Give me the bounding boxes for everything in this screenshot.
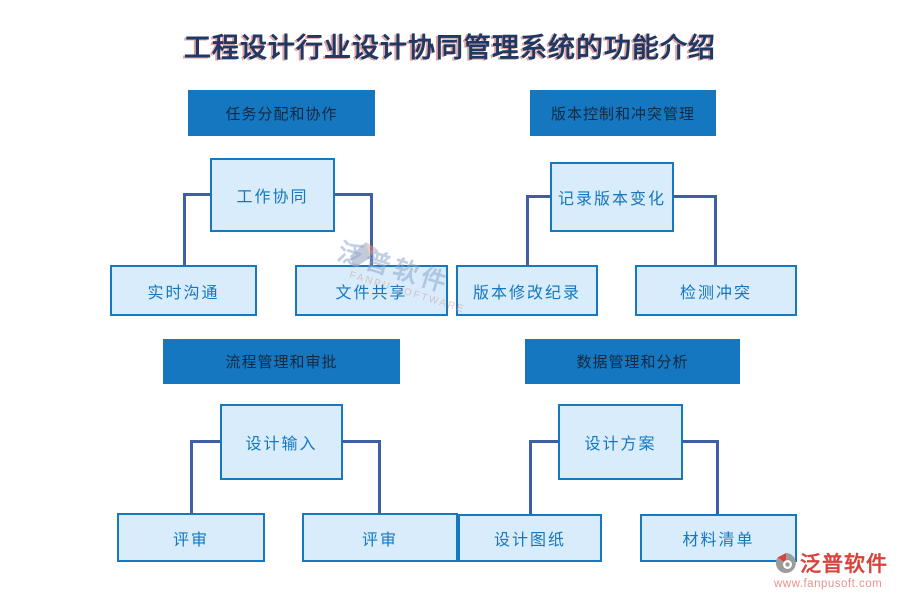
node-design-input: 设计输入 [220, 404, 343, 480]
section-header-data-management: 数据管理和分析 [525, 339, 740, 384]
connector-line [674, 195, 716, 198]
page-title: 工程设计行业设计协同管理系统的功能介绍 [184, 33, 716, 64]
connector-line [190, 440, 193, 513]
connector-line [190, 440, 220, 443]
connector-line [343, 440, 381, 443]
connector-line [183, 193, 186, 265]
node-work-collaboration: 工作协同 [210, 158, 335, 232]
node-record-version-changes: 记录版本变化 [550, 162, 674, 232]
section-header-process-management: 流程管理和审批 [163, 339, 400, 384]
section-header-version-control: 版本控制和冲突管理 [530, 90, 716, 136]
connector-line [529, 440, 532, 514]
fanpu-logo-icon [775, 553, 796, 573]
brand-url[interactable]: www.fanpusoft.com [774, 578, 883, 590]
node-material-list: 材料清单 [640, 514, 797, 562]
connector-line [529, 440, 558, 443]
connector-line [526, 195, 529, 265]
node-review-1: 评审 [117, 513, 265, 562]
node-file-sharing: 文件共享 [295, 265, 448, 316]
connector-line [335, 193, 372, 196]
brand-logo: 泛普软件 www.fanpusoft.com [774, 548, 896, 590]
connector-line [714, 195, 717, 265]
connector-line [370, 193, 373, 265]
node-review-2: 评审 [302, 513, 458, 562]
node-version-modification-record: 版本修改纪录 [456, 265, 598, 316]
node-realtime-communication: 实时沟通 [110, 265, 257, 316]
node-detect-conflicts: 检测冲突 [635, 265, 797, 316]
connector-line [183, 193, 210, 196]
node-design-plan: 设计方案 [558, 404, 683, 480]
brand-name: 泛普软件 [800, 551, 888, 576]
section-header-task-collaboration: 任务分配和协作 [188, 90, 375, 136]
connector-line [526, 195, 550, 198]
node-design-drawings: 设计图纸 [458, 514, 602, 562]
connector-line [716, 440, 719, 514]
connector-line [683, 440, 718, 443]
connector-line [378, 440, 381, 513]
